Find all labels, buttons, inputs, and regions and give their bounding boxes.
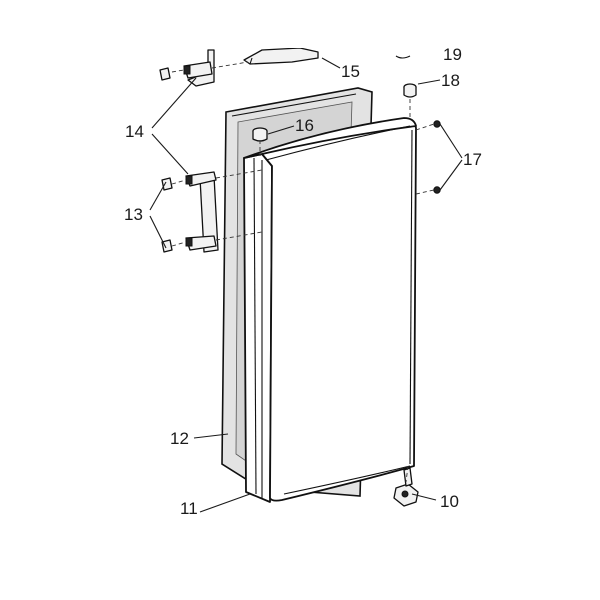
callout-15: 15: [341, 62, 360, 81]
door-panel-11: [243, 117, 417, 503]
door-handle-14: [185, 171, 219, 253]
callout-16: 16: [295, 116, 314, 135]
handle-cap-13-upper: [161, 177, 173, 191]
leader-lines: [149, 57, 463, 513]
callout-13: 13: [124, 205, 143, 224]
bottom-hinge-10: [393, 467, 419, 507]
callout-17: 17: [463, 150, 482, 169]
top-hinge-part-15: [243, 47, 319, 65]
callout-11: 11: [180, 499, 198, 518]
top-plug-18: [403, 83, 417, 98]
callout-18: 18: [441, 71, 460, 90]
upper-handle-bracket-14: [183, 61, 213, 79]
top-cap-part-19: [395, 55, 411, 59]
callout-labels: 15 18 16 14 17 13 12 11 10 19: [124, 45, 482, 518]
top-crop-mask: [0, 0, 600, 48]
hinge-bushing-16: [252, 127, 268, 142]
callout-10: 10: [440, 492, 459, 511]
screw-17-upper: [433, 120, 441, 128]
assembly-dash-lines: [171, 61, 435, 483]
callout-12: 12: [170, 429, 189, 448]
top-cap-13-partial: [159, 67, 171, 81]
handle-cap-13-lower: [161, 239, 173, 253]
callout-14: 14: [125, 122, 144, 141]
callout-19-partial: 19: [443, 45, 462, 64]
screw-17-lower: [433, 186, 441, 194]
